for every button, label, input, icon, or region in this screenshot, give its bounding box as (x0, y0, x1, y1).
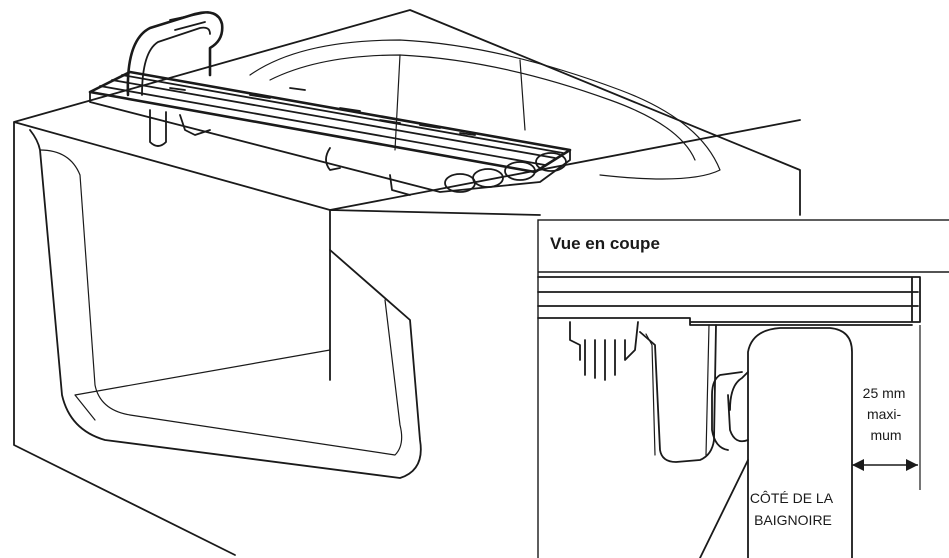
bathtub-interior-floor (74, 349, 331, 421)
board-handle-inner (141, 26, 211, 96)
slat-end-3 (504, 161, 536, 181)
bathtub-basin-inner (269, 54, 696, 161)
bathtub-basin-rim (249, 39, 721, 180)
gap-dimension-label: 25 mm maxi- mum (863, 385, 910, 443)
inset-bath-side-edge (711, 371, 749, 451)
inset-bath-slope (699, 459, 749, 558)
board-bracket-left (149, 109, 211, 147)
bathtub (13, 9, 801, 556)
inset-title: Vue en coupe (550, 234, 660, 253)
board-bracket-right (325, 147, 411, 196)
board-handle-grip (169, 11, 209, 31)
bathtub-front-face (329, 209, 541, 381)
dimension-arrow-head-left (852, 459, 864, 471)
inset-clamp (569, 321, 639, 381)
slat-end-4 (535, 152, 567, 172)
inset-bracket-inner (645, 324, 710, 456)
board-slots (169, 87, 476, 136)
board-slats (99, 74, 564, 166)
bathtub-front-cutout (29, 129, 422, 479)
bath-board (88, 11, 572, 196)
bathtub-basin-side (394, 54, 526, 151)
dimension-arrow-head-right (906, 459, 918, 471)
inset-bracket (639, 324, 717, 463)
bathtub-front-cutout-inner (39, 149, 403, 456)
slat-end-2 (472, 168, 504, 188)
inset-board-section (537, 276, 921, 326)
section-inset: Vue en coupe 25 mm maxi- mum CÔTÉ DE LA … (537, 219, 949, 558)
board-handle (126, 11, 224, 97)
bath-side-label: CÔTÉ DE LA BAIGNOIRE (750, 490, 836, 528)
inset-bath-side (747, 327, 853, 558)
